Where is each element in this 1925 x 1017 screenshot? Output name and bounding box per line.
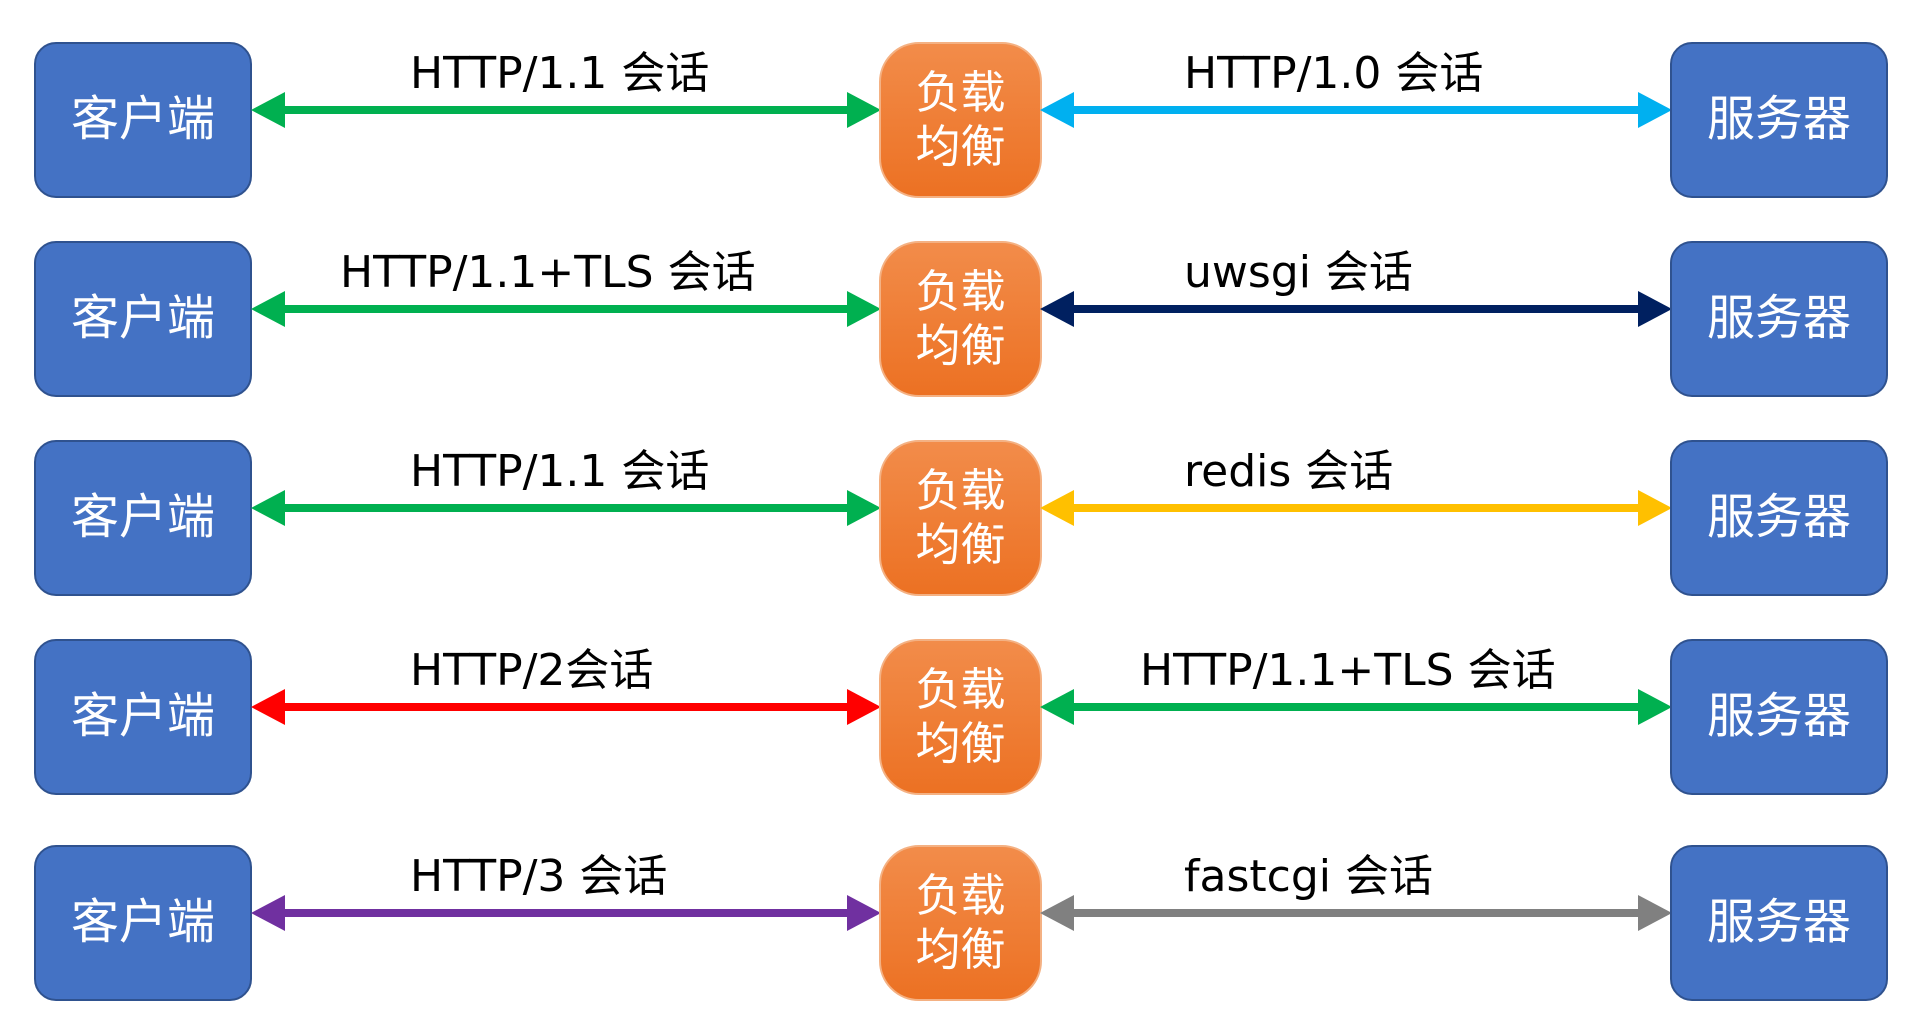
server-box: 服务器 [1670, 42, 1888, 198]
arrow-shaft [1072, 909, 1640, 917]
arrow-shaft [283, 305, 849, 313]
arrow-head-right [847, 291, 881, 327]
balancer-server-label: HTTP/1.1+TLS 会话 [1140, 645, 1556, 696]
balancer-server-label: HTTP/1.0 会话 [1184, 48, 1484, 99]
arrow-head-left [1040, 689, 1074, 725]
arrow-head-left [1040, 490, 1074, 526]
connection-row-5: 客户端 HTTP/3 会话 负载均衡 fastcgi 会话 服务器 [0, 845, 1925, 1005]
client-box: 客户端 [34, 845, 252, 1001]
arrow-head-left [1040, 895, 1074, 931]
client-box: 客户端 [34, 639, 252, 795]
arrow-head-right [1638, 92, 1672, 128]
arrow-shaft [1072, 305, 1640, 313]
arrow-shaft [1072, 504, 1640, 512]
server-box: 服务器 [1670, 639, 1888, 795]
arrow-head-right [847, 895, 881, 931]
load-balancer-box: 负载均衡 [879, 241, 1042, 397]
arrow-head-left [251, 291, 285, 327]
load-balancer-box: 负载均衡 [879, 639, 1042, 795]
arrow-shaft [1072, 703, 1640, 711]
balancer-server-label: redis 会话 [1184, 446, 1394, 497]
arrow-head-right [1638, 689, 1672, 725]
client-balancer-label: HTTP/1.1 会话 [410, 446, 710, 497]
client-balancer-label: HTTP/2会话 [410, 645, 654, 696]
arrow-shaft [283, 504, 849, 512]
client-box: 客户端 [34, 42, 252, 198]
client-balancer-arrow [251, 895, 881, 931]
arrow-shaft [283, 106, 849, 114]
connection-row-3: 客户端 HTTP/1.1 会话 负载均衡 redis 会话 服务器 [0, 440, 1925, 600]
load-balancer-box: 负载均衡 [879, 42, 1042, 198]
arrow-head-right [847, 92, 881, 128]
arrow-shaft [1072, 106, 1640, 114]
client-balancer-arrow [251, 490, 881, 526]
server-box: 服务器 [1670, 845, 1888, 1001]
arrow-head-left [251, 92, 285, 128]
balancer-server-arrow [1040, 92, 1672, 128]
connection-row-4: 客户端 HTTP/2会话 负载均衡 HTTP/1.1+TLS 会话 服务器 [0, 639, 1925, 799]
balancer-server-label: uwsgi 会话 [1184, 247, 1413, 298]
connection-row-2: 客户端 HTTP/1.1+TLS 会话 负载均衡 uwsgi 会话 服务器 [0, 241, 1925, 401]
arrow-shaft [283, 909, 849, 917]
balancer-server-arrow [1040, 895, 1672, 931]
client-balancer-label: HTTP/1.1+TLS 会话 [340, 247, 756, 298]
client-balancer-label: HTTP/3 会话 [410, 851, 668, 902]
client-balancer-label: HTTP/1.1 会话 [410, 48, 710, 99]
arrow-head-right [847, 689, 881, 725]
arrow-head-left [251, 895, 285, 931]
client-balancer-arrow [251, 689, 881, 725]
balancer-server-arrow [1040, 291, 1672, 327]
arrow-head-right [847, 490, 881, 526]
client-balancer-arrow [251, 291, 881, 327]
balancer-server-label: fastcgi 会话 [1184, 851, 1433, 902]
arrow-head-right [1638, 291, 1672, 327]
client-box: 客户端 [34, 440, 252, 596]
arrow-head-right [1638, 490, 1672, 526]
balancer-server-arrow [1040, 689, 1672, 725]
load-balancer-box: 负载均衡 [879, 845, 1042, 1001]
client-box: 客户端 [34, 241, 252, 397]
server-box: 服务器 [1670, 440, 1888, 596]
arrow-head-left [251, 490, 285, 526]
balancer-server-arrow [1040, 490, 1672, 526]
arrow-shaft [283, 703, 849, 711]
server-box: 服务器 [1670, 241, 1888, 397]
arrow-head-right [1638, 895, 1672, 931]
load-balancer-box: 负载均衡 [879, 440, 1042, 596]
arrow-head-left [1040, 92, 1074, 128]
client-balancer-arrow [251, 92, 881, 128]
connection-row-1: 客户端 HTTP/1.1 会话 负载均衡 HTTP/1.0 会话 服务器 [0, 42, 1925, 202]
arrow-head-left [251, 689, 285, 725]
arrow-head-left [1040, 291, 1074, 327]
